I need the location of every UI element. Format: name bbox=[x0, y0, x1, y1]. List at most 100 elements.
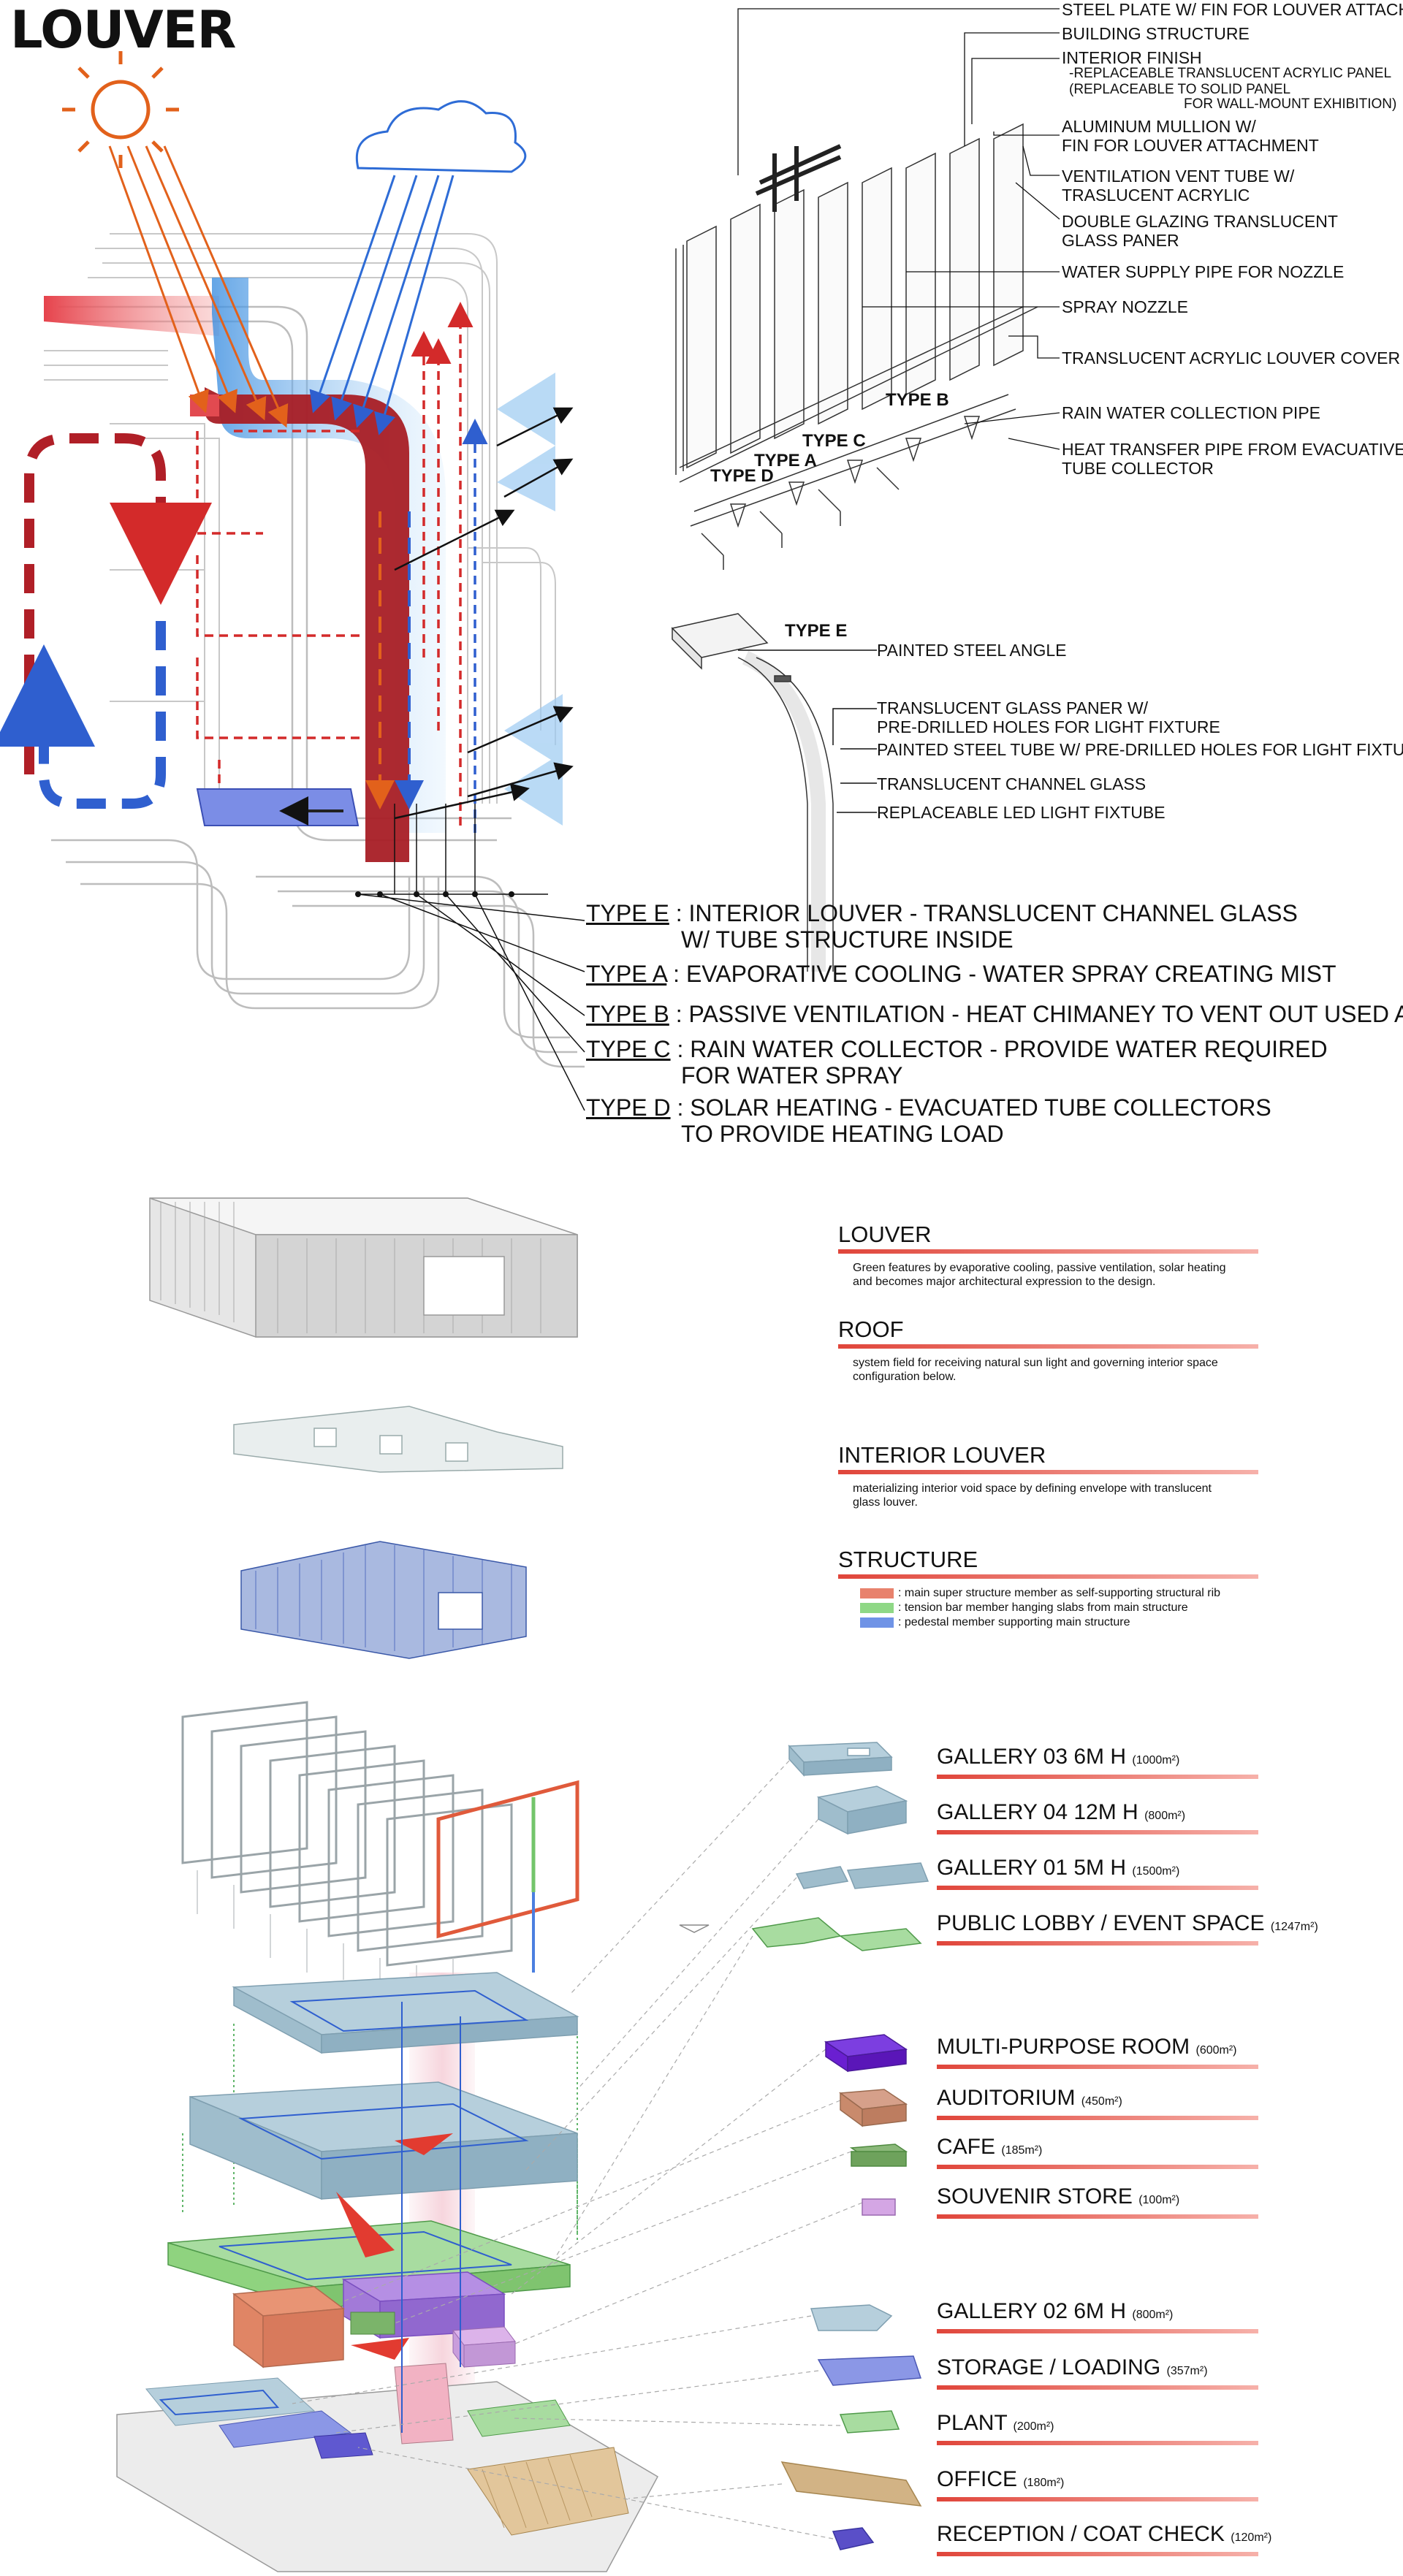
program-multi-purpose: MULTI-PURPOSE ROOM (600m²) bbox=[937, 2035, 1258, 2069]
callout-ventilation-vent: VENTILATION VENT TUBE W/ bbox=[1062, 167, 1295, 186]
callout-aluminum-mullion: ALUMINUM MULLION W/ bbox=[1062, 117, 1256, 136]
program-area: (800m²) bbox=[1144, 1810, 1186, 1822]
callout-interior-finish-sub3: FOR WALL-MOUNT EXHIBITION) bbox=[1184, 96, 1397, 112]
legend-main-structure: : main super structure member as self-su… bbox=[838, 1586, 1258, 1601]
legend-swatch-green bbox=[860, 1603, 894, 1613]
program-public-lobby: PUBLIC LOBBY / EVENT SPACE (1247m²) bbox=[937, 1911, 1318, 1946]
legend-tension-bar: : tension bar member hanging slabs from … bbox=[838, 1601, 1258, 1615]
type-c-line1: RAIN WATER COLLECTOR - PROVIDE WATER REQ… bbox=[690, 1036, 1328, 1062]
program-office: OFFICE (180m²) bbox=[937, 2467, 1258, 2501]
callout-ventilation-vent-2: TRASLUCENT ACRYLIC bbox=[1062, 186, 1250, 205]
program-gallery-02: GALLERY 02 6M H (800m²) bbox=[937, 2299, 1258, 2333]
legend-tension-bar-text: : tension bar member hanging slabs from … bbox=[898, 1601, 1188, 1614]
program-area: (180m²) bbox=[1023, 2477, 1065, 2489]
type-tag-a: TYPE A bbox=[754, 451, 817, 470]
type-tag-e: TYPE E bbox=[785, 621, 848, 641]
program-name: AUDITORIUM bbox=[937, 2086, 1076, 2110]
program-plant: PLANT (200m²) bbox=[937, 2411, 1258, 2445]
louver-detail-axonometric bbox=[675, 123, 1038, 570]
callout-double-glazing: DOUBLE GLAZING TRANSLUCENT bbox=[1062, 212, 1338, 231]
program-name: CAFE bbox=[937, 2135, 996, 2159]
layer-louver-text: Green features by evaporative cooling, p… bbox=[853, 1262, 1226, 1288]
callout-acrylic-cover: TRANSLUCENT ACRYLIC LOUVER COVER bbox=[1062, 348, 1401, 367]
type-a-tag: TYPE A bbox=[586, 961, 667, 987]
program-area: (120m²) bbox=[1231, 2531, 1272, 2544]
layer-roof-text: system field for receiving natural sun l… bbox=[853, 1357, 1218, 1383]
type-e-line2: W/ TUBE STRUCTURE INSIDE bbox=[681, 926, 1014, 953]
program-name: OFFICE bbox=[937, 2467, 1017, 2491]
layer-louver-section: LOUVER Green features by evaporative coo… bbox=[838, 1222, 1258, 1289]
program-name: PUBLIC LOBBY / EVENT SPACE bbox=[937, 1911, 1265, 1935]
layer-roof-bar bbox=[838, 1344, 1258, 1349]
type-b-tag: TYPE B bbox=[586, 1001, 669, 1027]
program-name: GALLERY 03 6M H bbox=[937, 1745, 1127, 1769]
callout-aluminum-mullion-2: FIN FOR LOUVER ATTACHMENT bbox=[1062, 136, 1319, 155]
layer-interior-louver-heading: INTERIOR LOUVER bbox=[838, 1442, 1046, 1468]
layer-roof-heading: ROOF bbox=[838, 1316, 904, 1342]
program-area: (357m²) bbox=[1166, 2365, 1208, 2377]
program-area: (800m²) bbox=[1132, 2309, 1174, 2321]
program-name: SOUVENIR STORE bbox=[937, 2184, 1133, 2209]
layer-roof-model bbox=[233, 1406, 563, 1473]
cloud-icon bbox=[355, 100, 527, 173]
program-auditorium: AUDITORIUM (450m²) bbox=[937, 2086, 1258, 2120]
program-exploded-axonometric bbox=[116, 1760, 863, 2572]
type-c-tag: TYPE C bbox=[586, 1036, 671, 1062]
layer-interior-louver-model bbox=[240, 1541, 527, 1659]
program-name: RECEPTION / COAT CHECK bbox=[937, 2522, 1225, 2546]
callout-building-structure: BUILDING STRUCTURE bbox=[1062, 24, 1250, 43]
type-a-description: TYPE A : EVAPORATIVE COOLING - WATER SPR… bbox=[586, 961, 1337, 987]
layer-structure-bar bbox=[838, 1574, 1258, 1579]
legend-pedestal: : pedestal member supporting main struct… bbox=[838, 1615, 1258, 1630]
program-gallery-01: GALLERY 01 5M H (1500m²) bbox=[937, 1856, 1258, 1890]
layer-roof-section: ROOF system field for receiving natural … bbox=[838, 1316, 1258, 1384]
program-area: (1000m²) bbox=[1132, 1754, 1180, 1767]
type-d-line2: TO PROVIDE HEATING LOAD bbox=[681, 1121, 1004, 1147]
program-name: STORAGE / LOADING bbox=[937, 2355, 1161, 2379]
layer-structure-model bbox=[181, 1701, 579, 1994]
program-gallery-04: GALLERY 04 12M H (800m²) bbox=[937, 1800, 1258, 1834]
program-gallery-03: GALLERY 03 6M H (1000m²) bbox=[937, 1745, 1258, 1779]
callout-double-glazing-2: GLASS PANER bbox=[1062, 231, 1179, 250]
callout-painted-steel-tube: PAINTED STEEL TUBE W/ PRE-DRILLED HOLES … bbox=[877, 740, 1403, 759]
layer-interior-louver-bar bbox=[838, 1470, 1258, 1474]
callout-translucent-glass-paner-2: PRE-DRILLED HOLES FOR LIGHT FIXTURE bbox=[877, 717, 1220, 736]
program-name: PLANT bbox=[937, 2411, 1008, 2435]
program-reception: RECEPTION / COAT CHECK (120m²) bbox=[937, 2522, 1271, 2556]
layer-louver-bar bbox=[838, 1249, 1258, 1254]
program-area: (100m²) bbox=[1138, 2194, 1180, 2206]
callout-steel-plate: STEEL PLATE W/ FIN FOR LOUVER ATTACH bbox=[1062, 0, 1403, 19]
type-d-line1: SOLAR HEATING - EVACUATED TUBE COLLECTOR… bbox=[690, 1094, 1271, 1121]
program-name: MULTI-PURPOSE ROOM bbox=[937, 2035, 1190, 2059]
type-tag-d: TYPE D bbox=[710, 466, 774, 486]
program-area: (450m²) bbox=[1081, 2095, 1122, 2108]
callout-interior-finish: INTERIOR FINISH bbox=[1062, 48, 1202, 67]
type-e-description: TYPE E : INTERIOR LOUVER - TRANSLUCENT C… bbox=[586, 900, 1298, 953]
legend-pedestal-text: : pedestal member supporting main struct… bbox=[898, 1616, 1130, 1628]
legend-swatch-red bbox=[860, 1588, 894, 1598]
page-title: LOUVER bbox=[10, 0, 236, 60]
callout-heat-transfer: HEAT TRANSFER PIPE FROM EVACUATIVE bbox=[1062, 440, 1403, 459]
program-name: GALLERY 02 6M H bbox=[937, 2299, 1127, 2323]
program-area: (600m²) bbox=[1195, 2044, 1237, 2057]
type-d-tag: TYPE D bbox=[586, 1094, 671, 1121]
type-b-description: TYPE B : PASSIVE VENTILATION - HEAT CHIM… bbox=[586, 1001, 1403, 1027]
type-e-tag: TYPE E bbox=[586, 900, 669, 926]
type-c-line2: FOR WATER SPRAY bbox=[681, 1062, 903, 1089]
program-name: GALLERY 01 5M H bbox=[937, 1856, 1127, 1880]
type-c-description: TYPE C : RAIN WATER COLLECTOR - PROVIDE … bbox=[586, 1036, 1328, 1089]
type-b-line1: PASSIVE VENTILATION - HEAT CHIMANEY TO V… bbox=[688, 1001, 1403, 1027]
legend-main-structure-text: : main super structure member as self-su… bbox=[898, 1587, 1221, 1599]
callout-interior-finish-sub1: -REPLACEABLE TRANSLUCENT ACRYLIC PANEL bbox=[1069, 66, 1392, 81]
louver-section-diagram bbox=[0, 51, 585, 1111]
callout-water-supply: WATER SUPPLY PIPE FOR NOZZLE bbox=[1062, 262, 1345, 281]
callout-channel-glass: TRANSLUCENT CHANNEL GLASS bbox=[877, 774, 1147, 793]
type-e-detail bbox=[671, 613, 877, 972]
layer-structure-section: STRUCTURE : main super structure member … bbox=[838, 1547, 1258, 1630]
type-tag-c: TYPE C bbox=[802, 431, 866, 451]
program-swatches bbox=[679, 1742, 929, 2550]
program-name: GALLERY 04 12M H bbox=[937, 1800, 1138, 1824]
type-e-line1: INTERIOR LOUVER - TRANSLUCENT CHANNEL GL… bbox=[688, 900, 1298, 926]
callout-spray-nozzle: SPRAY NOZZLE bbox=[1062, 297, 1188, 316]
